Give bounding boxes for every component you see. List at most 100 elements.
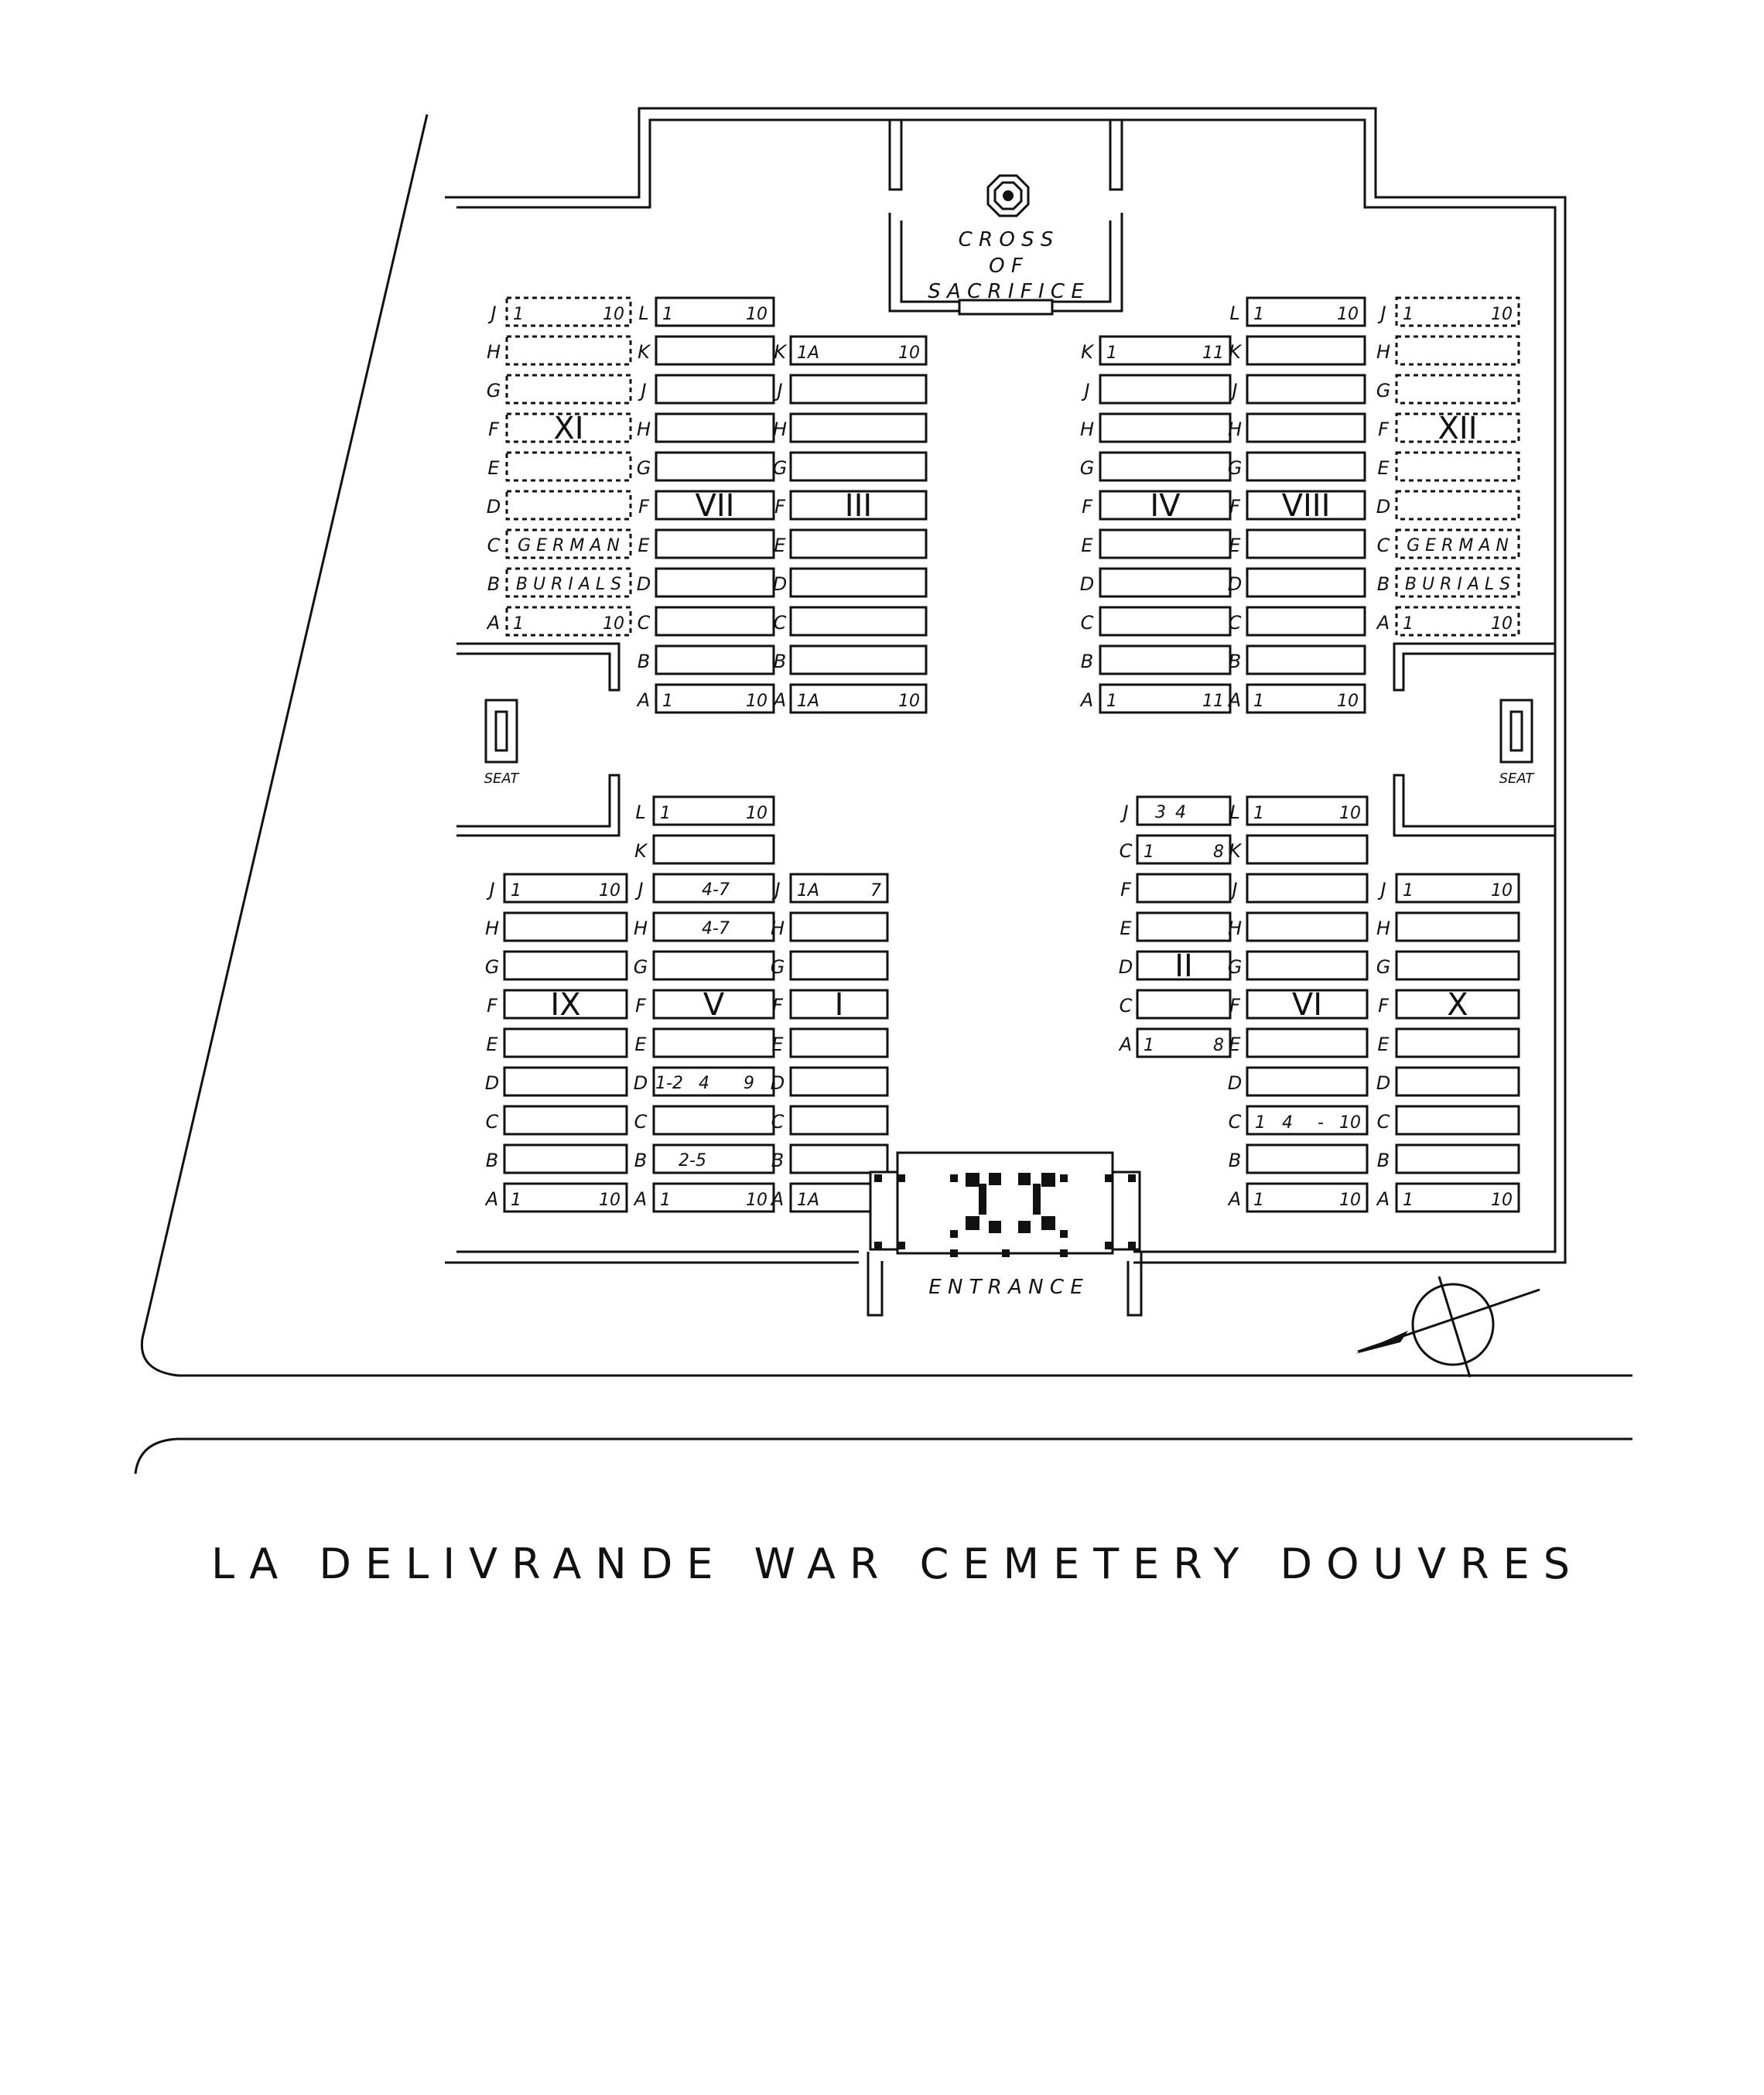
grave-number-first: 1 (1253, 804, 1264, 823)
grave-row (1246, 296, 1366, 327)
row-letter: L (1229, 801, 1239, 823)
plot-number: III (845, 488, 872, 524)
row-letter: C (774, 612, 787, 634)
row-letter: E (1081, 535, 1093, 556)
grave-number-last: 10 (746, 804, 767, 823)
grave-row (1246, 528, 1366, 559)
row-letter: D (1119, 956, 1133, 978)
grave-number-last: 7 (870, 881, 881, 901)
row-letter: E (1377, 457, 1390, 479)
grave-row (652, 834, 775, 865)
grave-number-first: 1 (1253, 305, 1264, 324)
row-letter: F (1229, 496, 1241, 518)
grave-row (503, 1143, 628, 1174)
plot-i: JHGFEDCBAI1A71A7 (770, 873, 889, 1213)
grave-row (789, 1143, 889, 1174)
grave-row (652, 1182, 775, 1213)
row-letter: B (774, 651, 786, 672)
row-letter: G (771, 956, 785, 978)
row-letter: F (1082, 496, 1093, 518)
row-letter: E (1229, 535, 1241, 556)
grave-row (789, 606, 928, 637)
grave-row (1246, 1027, 1369, 1058)
german-burials-label: G E R M A N (1407, 536, 1509, 555)
grave-number-first: 1A (797, 1191, 819, 1210)
grave-number-last: 10 (1491, 1191, 1513, 1210)
row-letter: C (1081, 612, 1094, 634)
grave-row (1246, 412, 1366, 443)
grave-number-first: 1 (1106, 692, 1117, 711)
grave-row (1395, 335, 1520, 366)
german-burials-label: B U R I A L S (1405, 575, 1510, 594)
grave-row (1099, 567, 1232, 598)
row-letter: K (1081, 341, 1095, 363)
row-letter: A (484, 1188, 498, 1210)
row-letter: G (485, 956, 500, 978)
grave-row (652, 950, 775, 981)
grave-row (1246, 1143, 1369, 1174)
row-letter: D (487, 496, 501, 518)
grave-number-first: 1 (1403, 1191, 1414, 1210)
grave-row (789, 528, 928, 559)
row-letter: L (1229, 302, 1239, 324)
row-letter: C (1377, 535, 1390, 556)
grave-row (1246, 834, 1369, 865)
grave-row (1246, 873, 1369, 904)
row-letter: J (774, 380, 782, 402)
row-letter: A (772, 689, 786, 711)
german-burials-label: B U R I A L S (516, 575, 621, 594)
plot-number: VIII (1282, 488, 1331, 524)
row-letter: G (1228, 956, 1243, 978)
grave-number-last: 10 (1491, 614, 1513, 634)
row-letter: H (1228, 918, 1242, 939)
grave-number-last: 10 (603, 305, 624, 324)
grave-row (1246, 644, 1366, 675)
grave-number-first: 1 (1403, 881, 1414, 901)
row-letter: D (1080, 573, 1094, 595)
row-letter: E (1229, 1034, 1241, 1055)
row-letter: F (772, 995, 784, 1017)
row-letter: K (1229, 341, 1243, 363)
grave-row (503, 950, 628, 981)
grave-row (505, 451, 632, 482)
row-letter: C (1229, 612, 1242, 634)
row-letter: B (1229, 1150, 1241, 1171)
grave-row (1099, 606, 1232, 637)
plot-number: V (703, 987, 725, 1023)
grave-row (655, 335, 775, 366)
row-letter: B (1377, 1150, 1390, 1171)
grave-row (1136, 873, 1232, 904)
row-letter: A (1376, 612, 1390, 634)
grave-number-last: 10 (898, 692, 920, 711)
row-letter: D (1376, 1072, 1390, 1094)
grave-number-first: 1 (1403, 305, 1414, 324)
row-letter: J (486, 879, 494, 901)
plot-number: VI (1292, 987, 1322, 1023)
row-letter: G (1376, 956, 1391, 978)
grave-row (789, 567, 928, 598)
plot-number: XI (553, 411, 583, 446)
grave-number-first: 1 (662, 305, 673, 324)
grave-row (1099, 683, 1232, 714)
grave-row (1395, 1066, 1520, 1097)
row-letter: G (637, 457, 651, 479)
grave-row (1395, 911, 1520, 942)
grave-row (505, 296, 632, 327)
grave-row (655, 606, 775, 637)
grave-number-first: 1 (511, 1191, 521, 1210)
grave-row (655, 683, 775, 714)
grave-number-first: 1 (1106, 343, 1117, 363)
grave-row (505, 567, 632, 598)
grave-row (503, 1066, 628, 1097)
row-letter: H (487, 341, 501, 363)
grave-row (505, 335, 632, 366)
grave-row (789, 451, 928, 482)
grave-number-first: 1 (660, 804, 671, 823)
row-letter: D (1228, 573, 1242, 595)
row-letter: J (634, 879, 643, 901)
row-letter: B (771, 1150, 784, 1171)
row-letter: H (634, 918, 648, 939)
row-letter: C (1229, 1111, 1242, 1133)
grave-number-first: 1 (1144, 1036, 1154, 1055)
